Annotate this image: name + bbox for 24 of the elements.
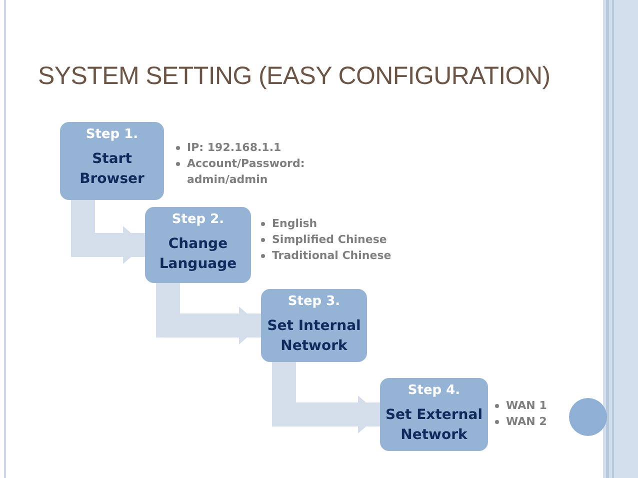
step-label: Set External Network — [384, 406, 484, 445]
bullet-item: Traditional Chinese — [272, 249, 392, 262]
step-box — [60, 122, 164, 200]
flow-arrow — [71, 200, 145, 264]
bullet-item: WAN 2 — [506, 415, 547, 428]
bullet-item: Account/Password: admin/admin — [187, 157, 305, 186]
bullet-item: Simplified Chinese — [272, 233, 387, 246]
step-box — [261, 289, 367, 362]
bullet-item: English — [272, 217, 318, 230]
step-label: Set Internal Network — [266, 317, 362, 356]
step-label: Start Browser — [78, 150, 146, 189]
step-label: Change Language — [158, 235, 238, 274]
step-number: Step 3. — [288, 294, 340, 309]
step-box — [380, 378, 488, 451]
bullet-item: IP: 192.168.1.1 — [187, 141, 282, 154]
step-box — [145, 207, 251, 283]
step-number: Step 4. — [408, 383, 460, 398]
step-number: Step 1. — [86, 127, 138, 142]
step-number: Step 2. — [172, 212, 224, 227]
flow-arrow — [156, 283, 261, 344]
slide-title: SYSTEM SETTING (EASY CONFIGURATION) — [38, 62, 550, 91]
bullet-item: WAN 1 — [506, 399, 547, 412]
flow-arrow — [272, 362, 380, 434]
decorative-circle — [569, 398, 607, 436]
